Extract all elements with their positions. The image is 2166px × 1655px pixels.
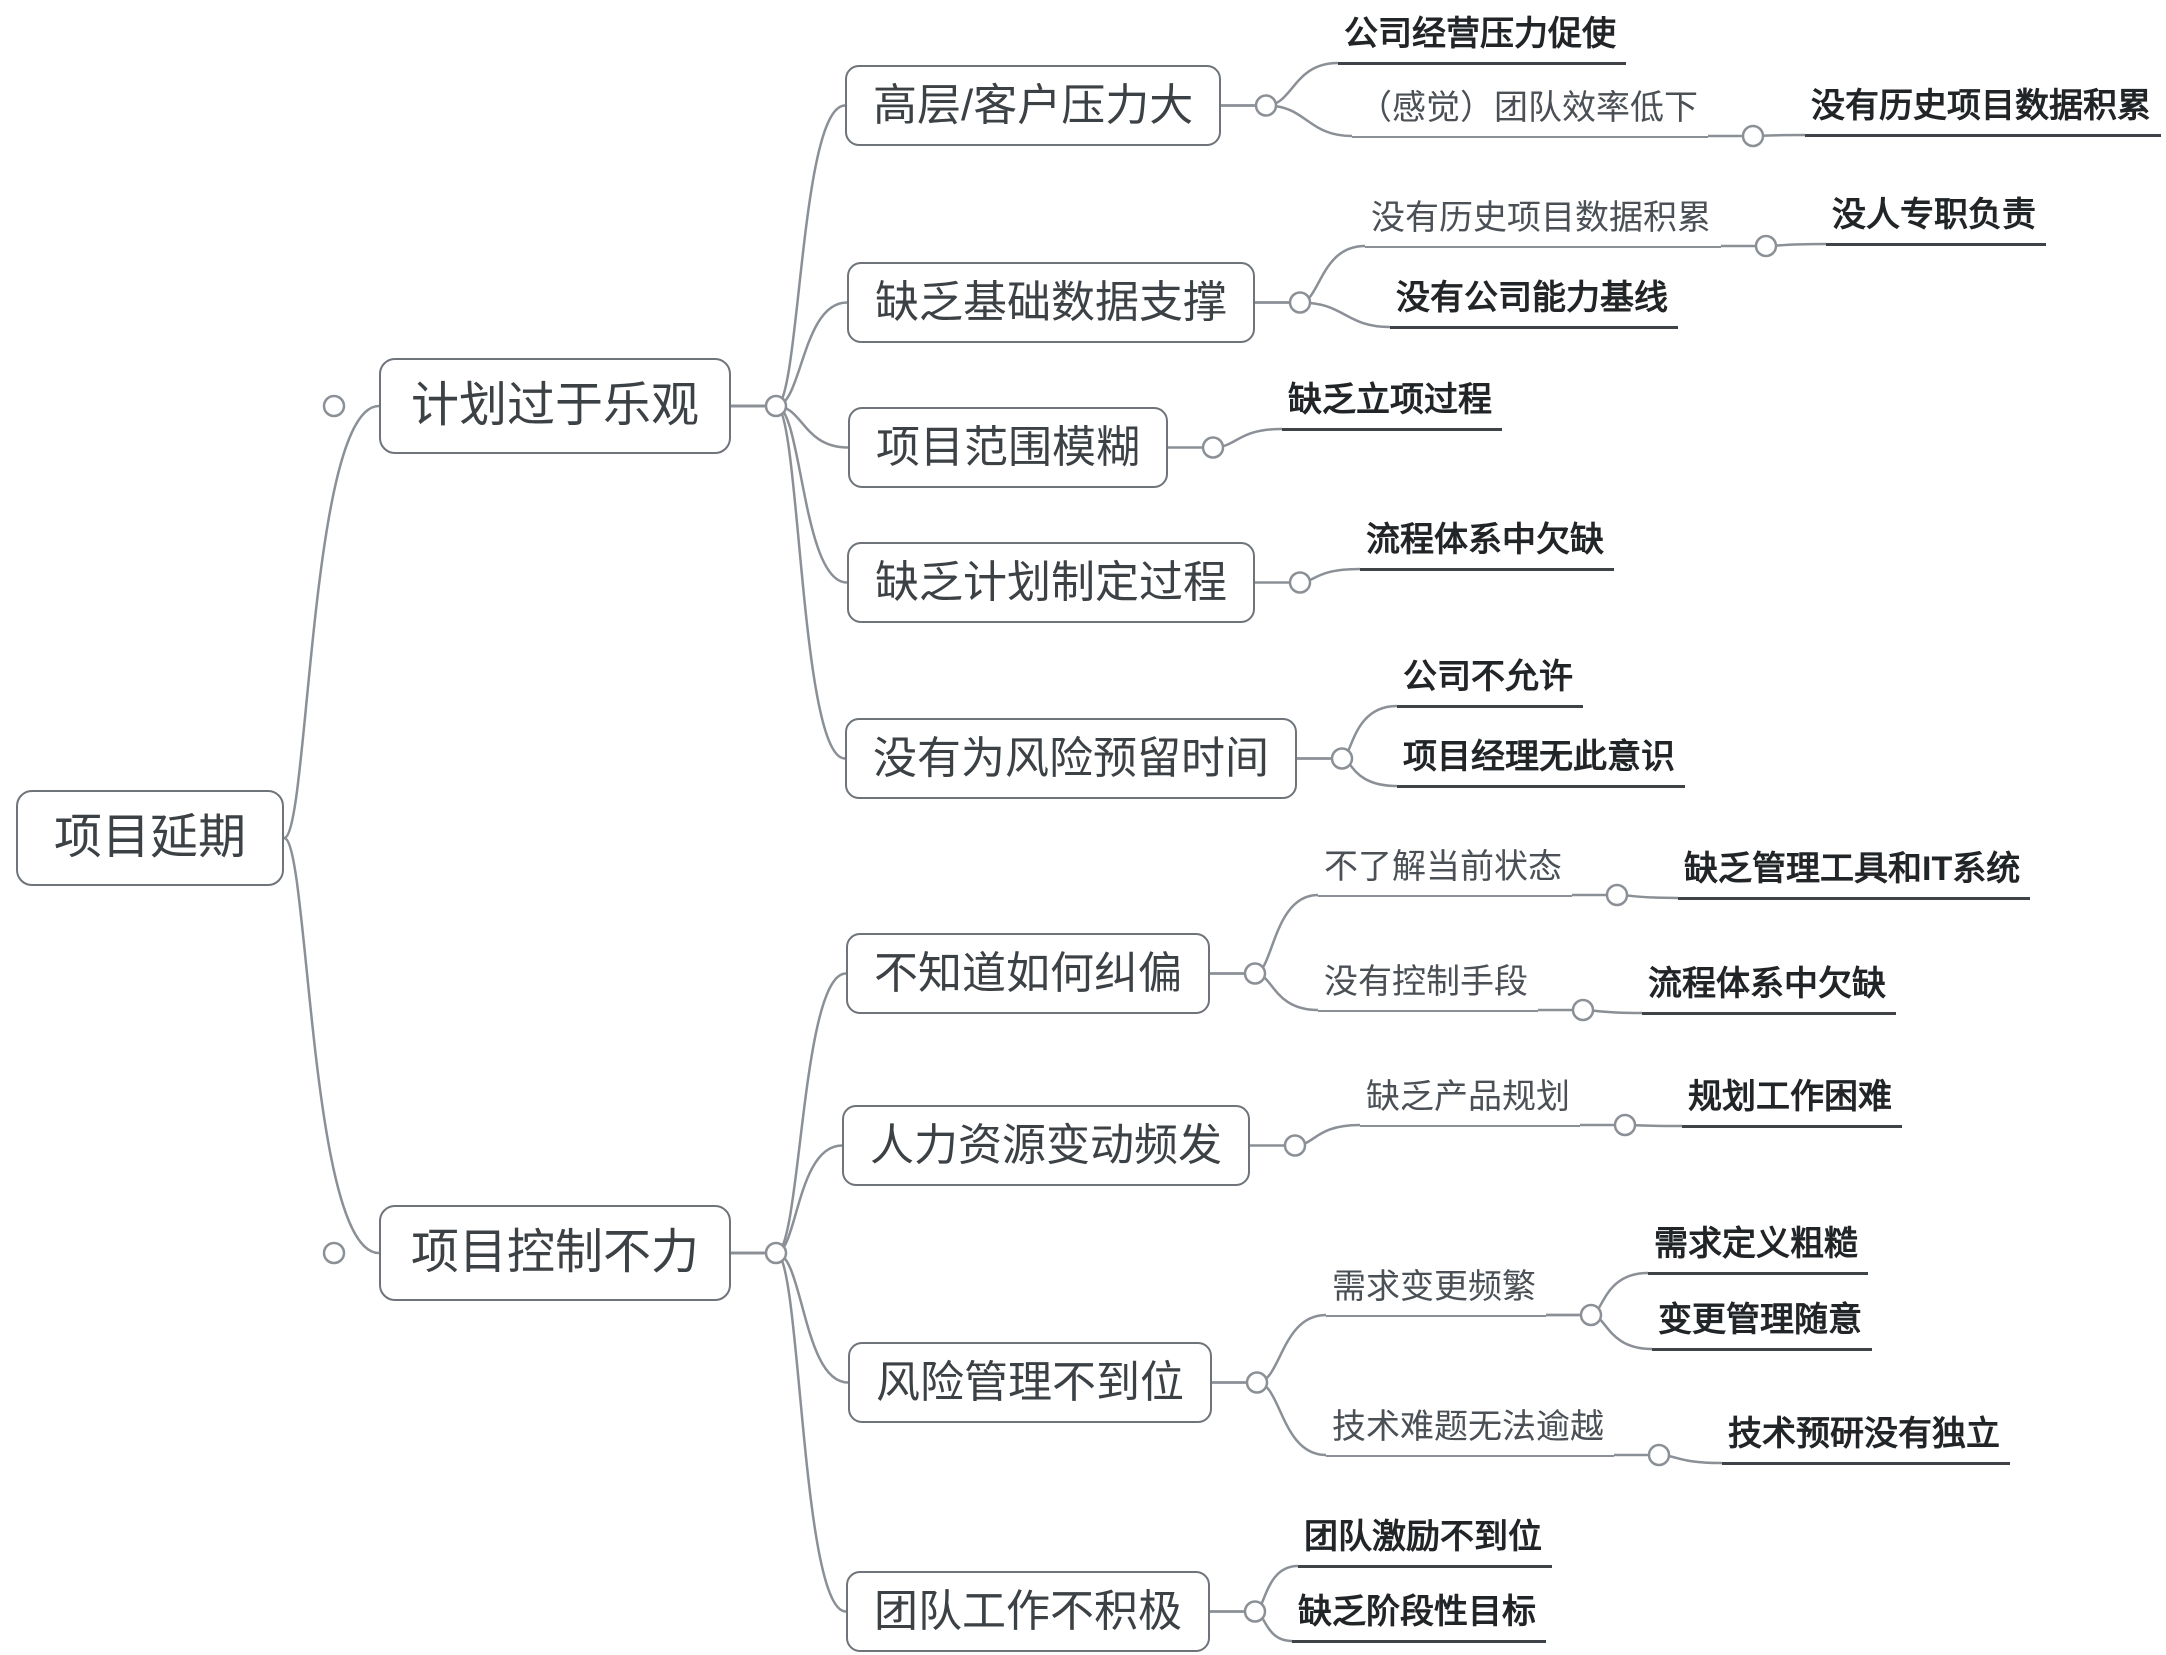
node-pressure-from-executives-customers[interactable]: 高层/客户压力大 xyxy=(845,65,1222,146)
node-team-efficiency-feels-low[interactable]: （感觉）团队效率低下 xyxy=(1352,87,1708,138)
node-change-management-arbitrary[interactable]: 变更管理随意 xyxy=(1652,1299,1872,1351)
node-plan-too-optimistic[interactable]: 计划过于乐观 xyxy=(379,358,732,454)
collapse-toggle-icon[interactable] xyxy=(1613,1113,1637,1137)
node-hr-changes-frequent[interactable]: 人力资源变动频发 xyxy=(842,1105,1250,1186)
connector-line xyxy=(282,404,380,840)
connector-line xyxy=(1168,427,1283,449)
connector-line xyxy=(1210,893,1319,975)
node-lack-project-initiation-process[interactable]: 缺乏立项过程 xyxy=(1282,379,1502,431)
node-team-incentive-inadequate[interactable]: 团队激励不到位 xyxy=(1298,1516,1552,1568)
node-company-not-allow[interactable]: 公司不允许 xyxy=(1397,656,1583,708)
node-dont-know-how-to-correct[interactable]: 不知道如何纠偏 xyxy=(846,933,1210,1014)
node-unaware-of-current-status[interactable]: 不了解当前状态 xyxy=(1318,846,1572,897)
collapse-toggle-icon[interactable] xyxy=(1330,747,1354,770)
collapse-toggle-icon[interactable] xyxy=(1245,1371,1269,1394)
collapse-toggle-icon[interactable] xyxy=(764,394,788,418)
node-no-company-capability-baseline[interactable]: 没有公司能力基线 xyxy=(1390,277,1678,329)
node-project-control-weak[interactable]: 项目控制不力 xyxy=(379,1205,732,1301)
node-lack-product-planning[interactable]: 缺乏产品规划 xyxy=(1360,1076,1580,1127)
node-risk-management-inadequate[interactable]: 风险管理不到位 xyxy=(848,1342,1212,1423)
node-no-time-reserved-for-risk[interactable]: 没有为风险预留时间 xyxy=(845,718,1297,799)
node-planning-work-difficult[interactable]: 规划工作困难 xyxy=(1682,1076,1902,1128)
connector-line xyxy=(1212,1313,1327,1384)
collapse-toggle-icon[interactable] xyxy=(322,394,346,418)
connector-line xyxy=(1221,104,1353,138)
node-lack-phased-goals[interactable]: 缺乏阶段性目标 xyxy=(1292,1591,1546,1643)
connector-line xyxy=(731,1251,849,1384)
collapse-toggle-icon[interactable] xyxy=(1579,1303,1603,1327)
node-no-historical-project-data-accumulated[interactable]: 没有历史项目数据积累 xyxy=(1365,197,1721,248)
node-lack-management-tools-it-system[interactable]: 缺乏管理工具和IT系统 xyxy=(1678,848,2031,900)
node-missing-in-process-system[interactable]: 流程体系中欠缺 xyxy=(1360,519,1614,571)
connector-line xyxy=(283,836,380,1255)
node-missing-in-process-system-2[interactable]: 流程体系中欠缺 xyxy=(1642,963,1896,1015)
connector-line xyxy=(1255,301,1391,329)
node-no-dedicated-person[interactable]: 没人专职负责 xyxy=(1826,194,2046,246)
collapse-toggle-icon[interactable] xyxy=(1754,234,1778,258)
collapse-toggle-icon[interactable] xyxy=(1283,1134,1307,1157)
collapse-toggle-icon[interactable] xyxy=(1647,1443,1671,1467)
connector-line xyxy=(731,972,847,1255)
collapse-toggle-icon[interactable] xyxy=(1288,571,1312,594)
connector-line xyxy=(731,104,846,408)
collapse-toggle-icon[interactable] xyxy=(1288,291,1312,314)
connector-line xyxy=(731,1251,847,1613)
connector-line xyxy=(731,301,848,408)
connector-line xyxy=(731,404,848,584)
node-no-control-means[interactable]: 没有控制手段 xyxy=(1318,961,1538,1012)
collapse-toggle-icon[interactable] xyxy=(1741,124,1765,148)
collapse-toggle-icon[interactable] xyxy=(1243,1600,1267,1623)
node-requirement-changes-frequent[interactable]: 需求变更频繁 xyxy=(1326,1266,1546,1317)
collapse-toggle-icon[interactable] xyxy=(1571,998,1595,1022)
node-lack-planning-process[interactable]: 缺乏计划制定过程 xyxy=(847,542,1255,623)
node-lack-basic-data-support[interactable]: 缺乏基础数据支撑 xyxy=(847,262,1255,343)
collapse-toggle-icon[interactable] xyxy=(1201,436,1225,459)
connector-line xyxy=(1255,244,1366,304)
node-tech-research-not-independent[interactable]: 技术预研没有独立 xyxy=(1722,1413,2010,1465)
node-technical-problems-insurmountable[interactable]: 技术难题无法逾越 xyxy=(1326,1406,1614,1457)
collapse-toggle-icon[interactable] xyxy=(1243,962,1267,985)
collapse-toggle-icon[interactable] xyxy=(322,1241,346,1265)
connector-line xyxy=(1221,61,1339,107)
node-company-operating-pressure[interactable]: 公司经营压力促使 xyxy=(1338,13,1626,65)
node-project-delay[interactable]: 项目延期 xyxy=(16,790,285,886)
node-no-historical-project-data[interactable]: 没有历史项目数据积累 xyxy=(1805,85,2161,137)
collapse-toggle-icon[interactable] xyxy=(1254,94,1278,117)
collapse-toggle-icon[interactable] xyxy=(1605,883,1629,907)
node-pm-no-awareness[interactable]: 项目经理无此意识 xyxy=(1397,736,1685,788)
node-team-not-motivated[interactable]: 团队工作不积极 xyxy=(846,1571,1210,1652)
connector-line xyxy=(1212,1381,1327,1457)
collapse-toggle-icon[interactable] xyxy=(764,1241,788,1265)
node-requirement-definition-rough[interactable]: 需求定义粗糙 xyxy=(1648,1223,1868,1275)
connector-line xyxy=(731,404,846,760)
node-project-scope-vague[interactable]: 项目范围模糊 xyxy=(848,407,1168,488)
